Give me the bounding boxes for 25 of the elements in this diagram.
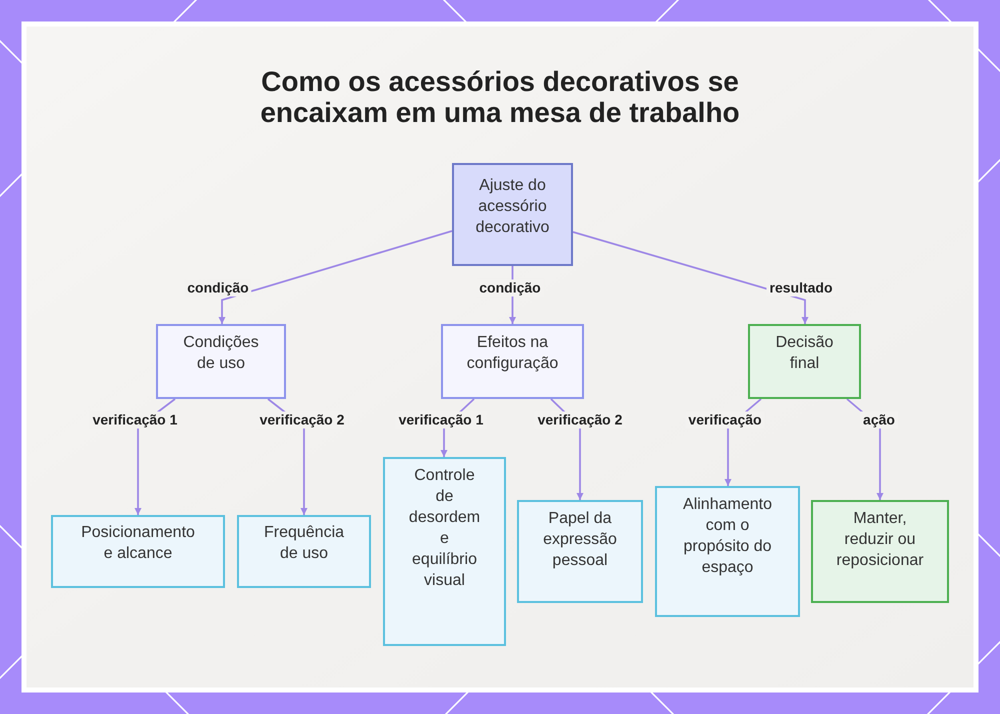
diagram-title: Como os acessórios decorativos se encaixam em uma mesa de trabalho <box>259 66 741 128</box>
node-text: Efeitos na configuração <box>466 333 560 374</box>
concept-box <box>156 324 286 399</box>
edge-label: verificação 1 <box>396 412 486 428</box>
node-text: Controle de desordem e equilíbrio visual <box>408 466 482 591</box>
connector-arrow <box>572 231 808 324</box>
concept-box <box>655 486 800 617</box>
concept-box <box>237 515 371 588</box>
node-text: Ajuste do acessório decorativo <box>474 176 550 238</box>
node-text: Papel da expressão pessoal <box>542 509 618 571</box>
connector-arrow <box>218 230 452 324</box>
concept-box <box>383 457 506 646</box>
node-text: Condições de uso <box>182 333 260 374</box>
concept-box <box>748 324 861 399</box>
concept-box <box>51 515 225 588</box>
concept-box <box>811 500 949 603</box>
node-text: Frequência de uso <box>262 523 346 564</box>
edge-label: verificação 1 <box>90 412 180 428</box>
node-text: Alinhamento com o propósito do espaço <box>682 495 772 578</box>
concept-box <box>441 324 584 399</box>
concept-box <box>452 163 573 266</box>
node-text: Manter, reduzir ou reposicionar <box>835 509 925 571</box>
node-text: Posicionamento e alcance <box>80 523 196 564</box>
concept-box <box>517 500 643 603</box>
node-text: Decisão final <box>774 333 834 374</box>
